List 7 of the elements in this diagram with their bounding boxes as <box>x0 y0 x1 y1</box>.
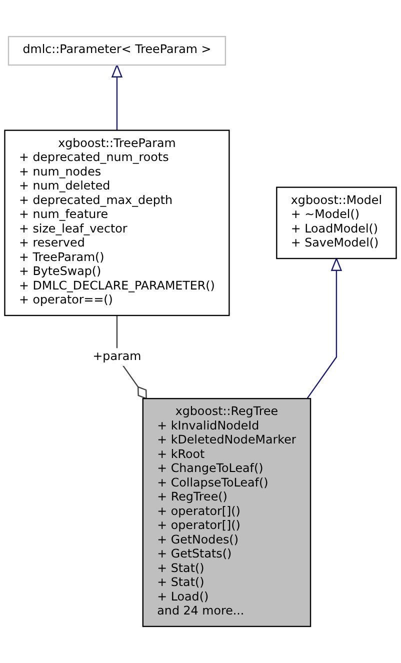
node-box: xgboost::RegTree + kInvalidNodeId + kDeletedNodeMarker + kRoot + ChangeToLeaf() + CollapseToLeaf() + RegTree() + operator[]() + operator[]() + GetNodes() + GetStats() + Stat() + Stat() + Load() and 24 more... <box>142 398 312 628</box>
arrow <box>306 258 342 399</box>
edge-label: +param <box>92 350 142 364</box>
arrow <box>112 64 122 130</box>
node-box: dmlc::Parameter< TreeParam > <box>8 36 226 66</box>
node-box: xgboost::TreeParam + deprecated_num_roots + num_nodes + num_deleted + deprecated_max_depth + num_feature + size_leaf_vector + reserved + TreeParam() + ByteSwap() + DMLC_DECLARE_PARAMETER() + operator==() <box>4 130 230 316</box>
node-box: xgboost::Model + ~Model() + LoadModel() + SaveModel() <box>276 186 397 260</box>
